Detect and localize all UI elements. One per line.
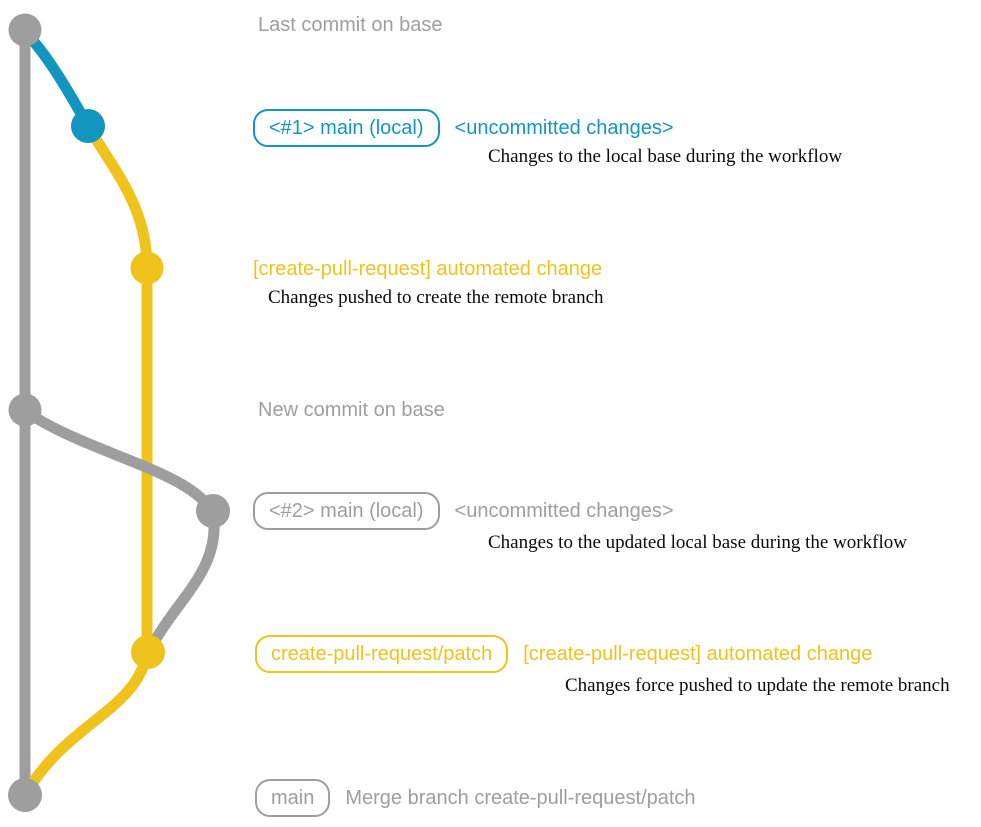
description-updated-local-base-changes: Changes to the updated local base during…	[488, 532, 907, 553]
git-graph	[8, 13, 230, 812]
commit-dot-automated-change-1	[130, 251, 164, 285]
commit-dot-local-main-1	[71, 109, 105, 143]
uncommitted-changes-heading-2: <uncommitted changes>	[454, 500, 674, 522]
branch-badge-main-local-1: <#1> main (local)	[253, 109, 440, 147]
uncommitted-changes-heading-1: <uncommitted changes>	[454, 117, 674, 139]
merge-commit-note: Merge branch create-pull-request/patch	[345, 787, 696, 809]
commit-dot-new-base	[8, 393, 42, 427]
branch-badge-create-pull-request-patch: create-pull-request/patch	[255, 635, 509, 673]
row-patch-branch: create-pull-request/patch [create-pull-r…	[255, 635, 872, 673]
commit-dot-automated-change-2	[131, 635, 165, 669]
branch-badge-main-local-2: <#2> main (local)	[253, 492, 440, 530]
row-merge-main: main Merge branch create-pull-request/pa…	[255, 779, 696, 817]
row-local-main-1: <#1> main (local) <uncommitted changes>	[253, 109, 674, 147]
description-local-base-changes: Changes to the local base during the wor…	[488, 146, 843, 167]
new-commit-note: New commit on base	[258, 399, 445, 421]
commit-dot-merge	[8, 778, 42, 812]
commit-dot-local-main-2	[196, 494, 230, 528]
automated-change-heading-1: [create-pull-request] automated change	[253, 258, 603, 280]
automated-change-heading-2: [create-pull-request] automated change	[523, 643, 873, 665]
last-commit-note: Last commit on base	[258, 14, 443, 36]
local-main-branch-line-2b	[144, 507, 220, 656]
local-main-branch-line-2a	[19, 405, 219, 519]
branch-badge-main: main	[255, 779, 331, 817]
description-force-push-update-branch: Changes force pushed to update the remot…	[565, 675, 950, 696]
description-push-create-branch: Changes pushed to create the remote bran…	[268, 287, 604, 308]
row-local-main-2: <#2> main (local) <uncommitted changes>	[253, 492, 674, 530]
commit-dot-last-base	[8, 13, 42, 47]
